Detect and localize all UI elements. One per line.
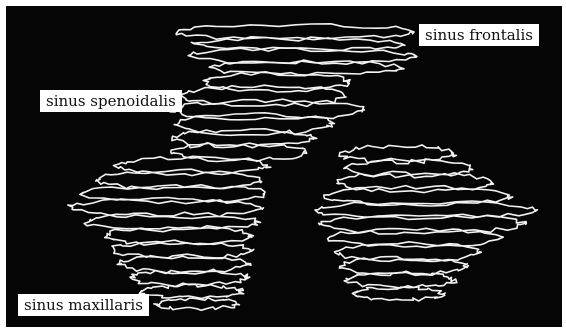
- label-sinus-frontalis: sinus frontalis: [419, 24, 539, 46]
- contour-slice: [172, 129, 317, 148]
- contour-slice: [352, 287, 445, 301]
- label-sinus-spenoidalis: sinus spenoidalis: [40, 90, 182, 112]
- contour-slice: [315, 201, 538, 219]
- contour-slice: [154, 298, 240, 311]
- contour-slice: [139, 284, 243, 299]
- contour-slice: [84, 212, 260, 232]
- contour-panel: sinus frontalis sinus spenoidalis sinus …: [6, 6, 562, 327]
- sinus-contour-drawing: [6, 6, 562, 327]
- label-sinus-maxillaris: sinus maxillaris: [18, 294, 149, 316]
